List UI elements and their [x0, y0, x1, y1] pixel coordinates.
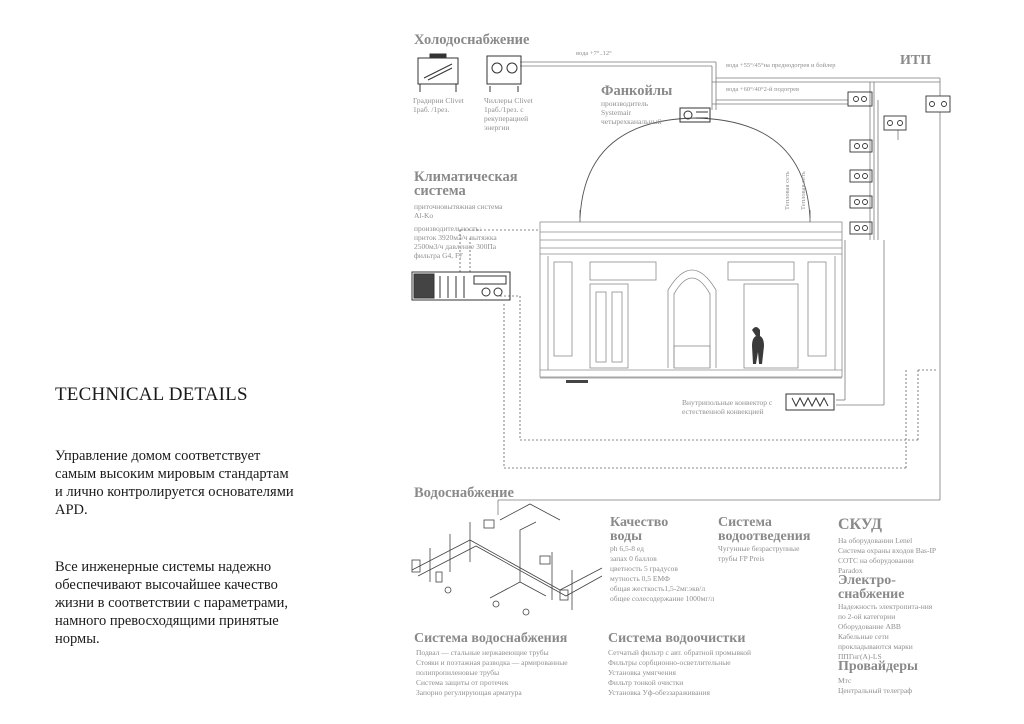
list-item: Сетчатый фильтр с авт. обратной промывко… — [608, 648, 752, 657]
access-control-title: СКУД — [838, 516, 882, 533]
list-item: общее солесодержание 1000мг/л — [610, 594, 715, 603]
water-supply-isometric — [411, 503, 603, 616]
list-item: Фильтр тонкой очистки — [608, 678, 684, 687]
list-item: Система защиты от протечек — [416, 678, 509, 687]
list-item: Установка Уф-обеззараживания — [608, 688, 710, 697]
providers-list: Мтс Центральный телеграф — [838, 676, 938, 696]
heating-network-label-a: Тепловая сеть — [784, 171, 791, 210]
water-purification-title: Система водоочистки — [608, 631, 746, 646]
list-item: Фильтры сорбционно-осветлительные — [608, 658, 731, 667]
chiller-icon — [486, 55, 522, 92]
climate-system-desc: приточновытяжная система Al-Ko — [414, 202, 503, 220]
fancoil-unit-icon — [679, 107, 711, 123]
drainage-list: Чугунные безраструпные трубы FP Preis — [718, 544, 808, 564]
floor-convector-icon — [785, 393, 835, 411]
list-item: ph 6,5-8 ед — [610, 544, 644, 553]
cooling-tower-icon — [417, 53, 459, 92]
water-supply-system-title: Система водоснабжения — [414, 631, 568, 646]
drainage-title: Система водоотведения — [718, 515, 811, 544]
water-supply-title: Водоснабжение — [414, 485, 514, 501]
cooling-tower-label: Градирни Clivet 1раб. /1рез. — [413, 96, 464, 114]
heating-network-label-b: Тепловая сеть — [800, 171, 807, 210]
hot-water-line-1: вода +55°/45°на преднодогрев и бойлер — [726, 62, 836, 69]
water-purification-list: Сетчатый фильтр с авт. обратной промывко… — [608, 648, 778, 698]
list-item: Надежность электропита-ния по 2-ой катег… — [838, 602, 933, 621]
itp-title: ИТП — [900, 53, 932, 68]
person-silhouette — [752, 327, 764, 364]
water-supply-system-list: Подвал — стальные нержавеющие трубы Стоя… — [416, 648, 596, 698]
list-item: цветность 5 градусов — [610, 564, 678, 573]
list-item: Центральный телеграф — [838, 686, 913, 695]
fancoil-title: Фанкойлы — [601, 83, 673, 99]
cold-water-label: вода +7°..12° — [576, 50, 612, 57]
list-item: Система охраны входов Bas-IP — [838, 546, 937, 555]
list-item: Чугунные безраструпные трубы FP Preis — [718, 544, 800, 563]
fancoil-description: производитель Systemair четырехканальный — [601, 99, 662, 126]
list-item: Мтс — [838, 676, 852, 685]
list-item: Стояки и поэтажная разводка — армированн… — [416, 658, 568, 677]
convector-label: Внутрипольные конвектор с естественной к… — [682, 398, 773, 416]
climate-system-specs: производительность: приток 3920м3/ч вытя… — [414, 224, 497, 260]
water-quality-title: Качество воды — [610, 515, 669, 544]
list-item: общая жесткость1,5-2мг.экв/л — [610, 584, 706, 593]
providers-title: Провайдеры — [838, 659, 918, 674]
fancoil-arc — [579, 117, 811, 219]
intro-paragraph: Управление домом соответствует самым выс… — [55, 448, 294, 518]
air-handling-unit-icon — [411, 271, 511, 301]
access-control-list: На оборудовании Lenel Система охраны вхо… — [838, 536, 938, 576]
list-item: СОТС на оборудовании Paradox — [838, 556, 914, 575]
section-title: TECHNICAL DETAILS — [55, 384, 248, 405]
list-item: запах 0 баллов — [610, 554, 657, 563]
systems-paragraph: Все инженерные системы надежно обеспечив… — [55, 559, 288, 647]
power-supply-title: Электро-снабжение — [838, 573, 905, 602]
facade-elevation — [539, 221, 843, 379]
list-item: Подвал — стальные нержавеющие трубы — [416, 648, 549, 657]
list-item: Запорно регулирующая арматура — [416, 688, 522, 697]
pipelines — [497, 61, 941, 515]
list-item: Оборудование ABB — [838, 622, 901, 631]
air-ducts — [459, 229, 938, 469]
power-supply-list: Надежность электропита-ния по 2-ой катег… — [838, 602, 938, 662]
list-item: Установка умягчения — [608, 668, 676, 677]
hot-water-line-2: вода +60°/40°2-й подогрев — [726, 86, 800, 93]
itp-pump-blocks — [847, 91, 951, 235]
climate-system-title: Климатическая система — [414, 169, 518, 199]
cold-supply-title: Холодоснабжение — [414, 32, 530, 48]
list-item: На оборудовании Lenel — [838, 536, 913, 545]
chiller-label: Чиллеры Clivet 1раб./1рез. с рекуперацие… — [484, 96, 533, 132]
list-item: мутность 0,5 ЕМФ — [610, 574, 670, 583]
water-quality-list: ph 6,5-8 ед запах 0 баллов цветность 5 г… — [610, 544, 720, 604]
list-item: Кабельные сети прокладываются марки ППГн… — [838, 632, 913, 661]
